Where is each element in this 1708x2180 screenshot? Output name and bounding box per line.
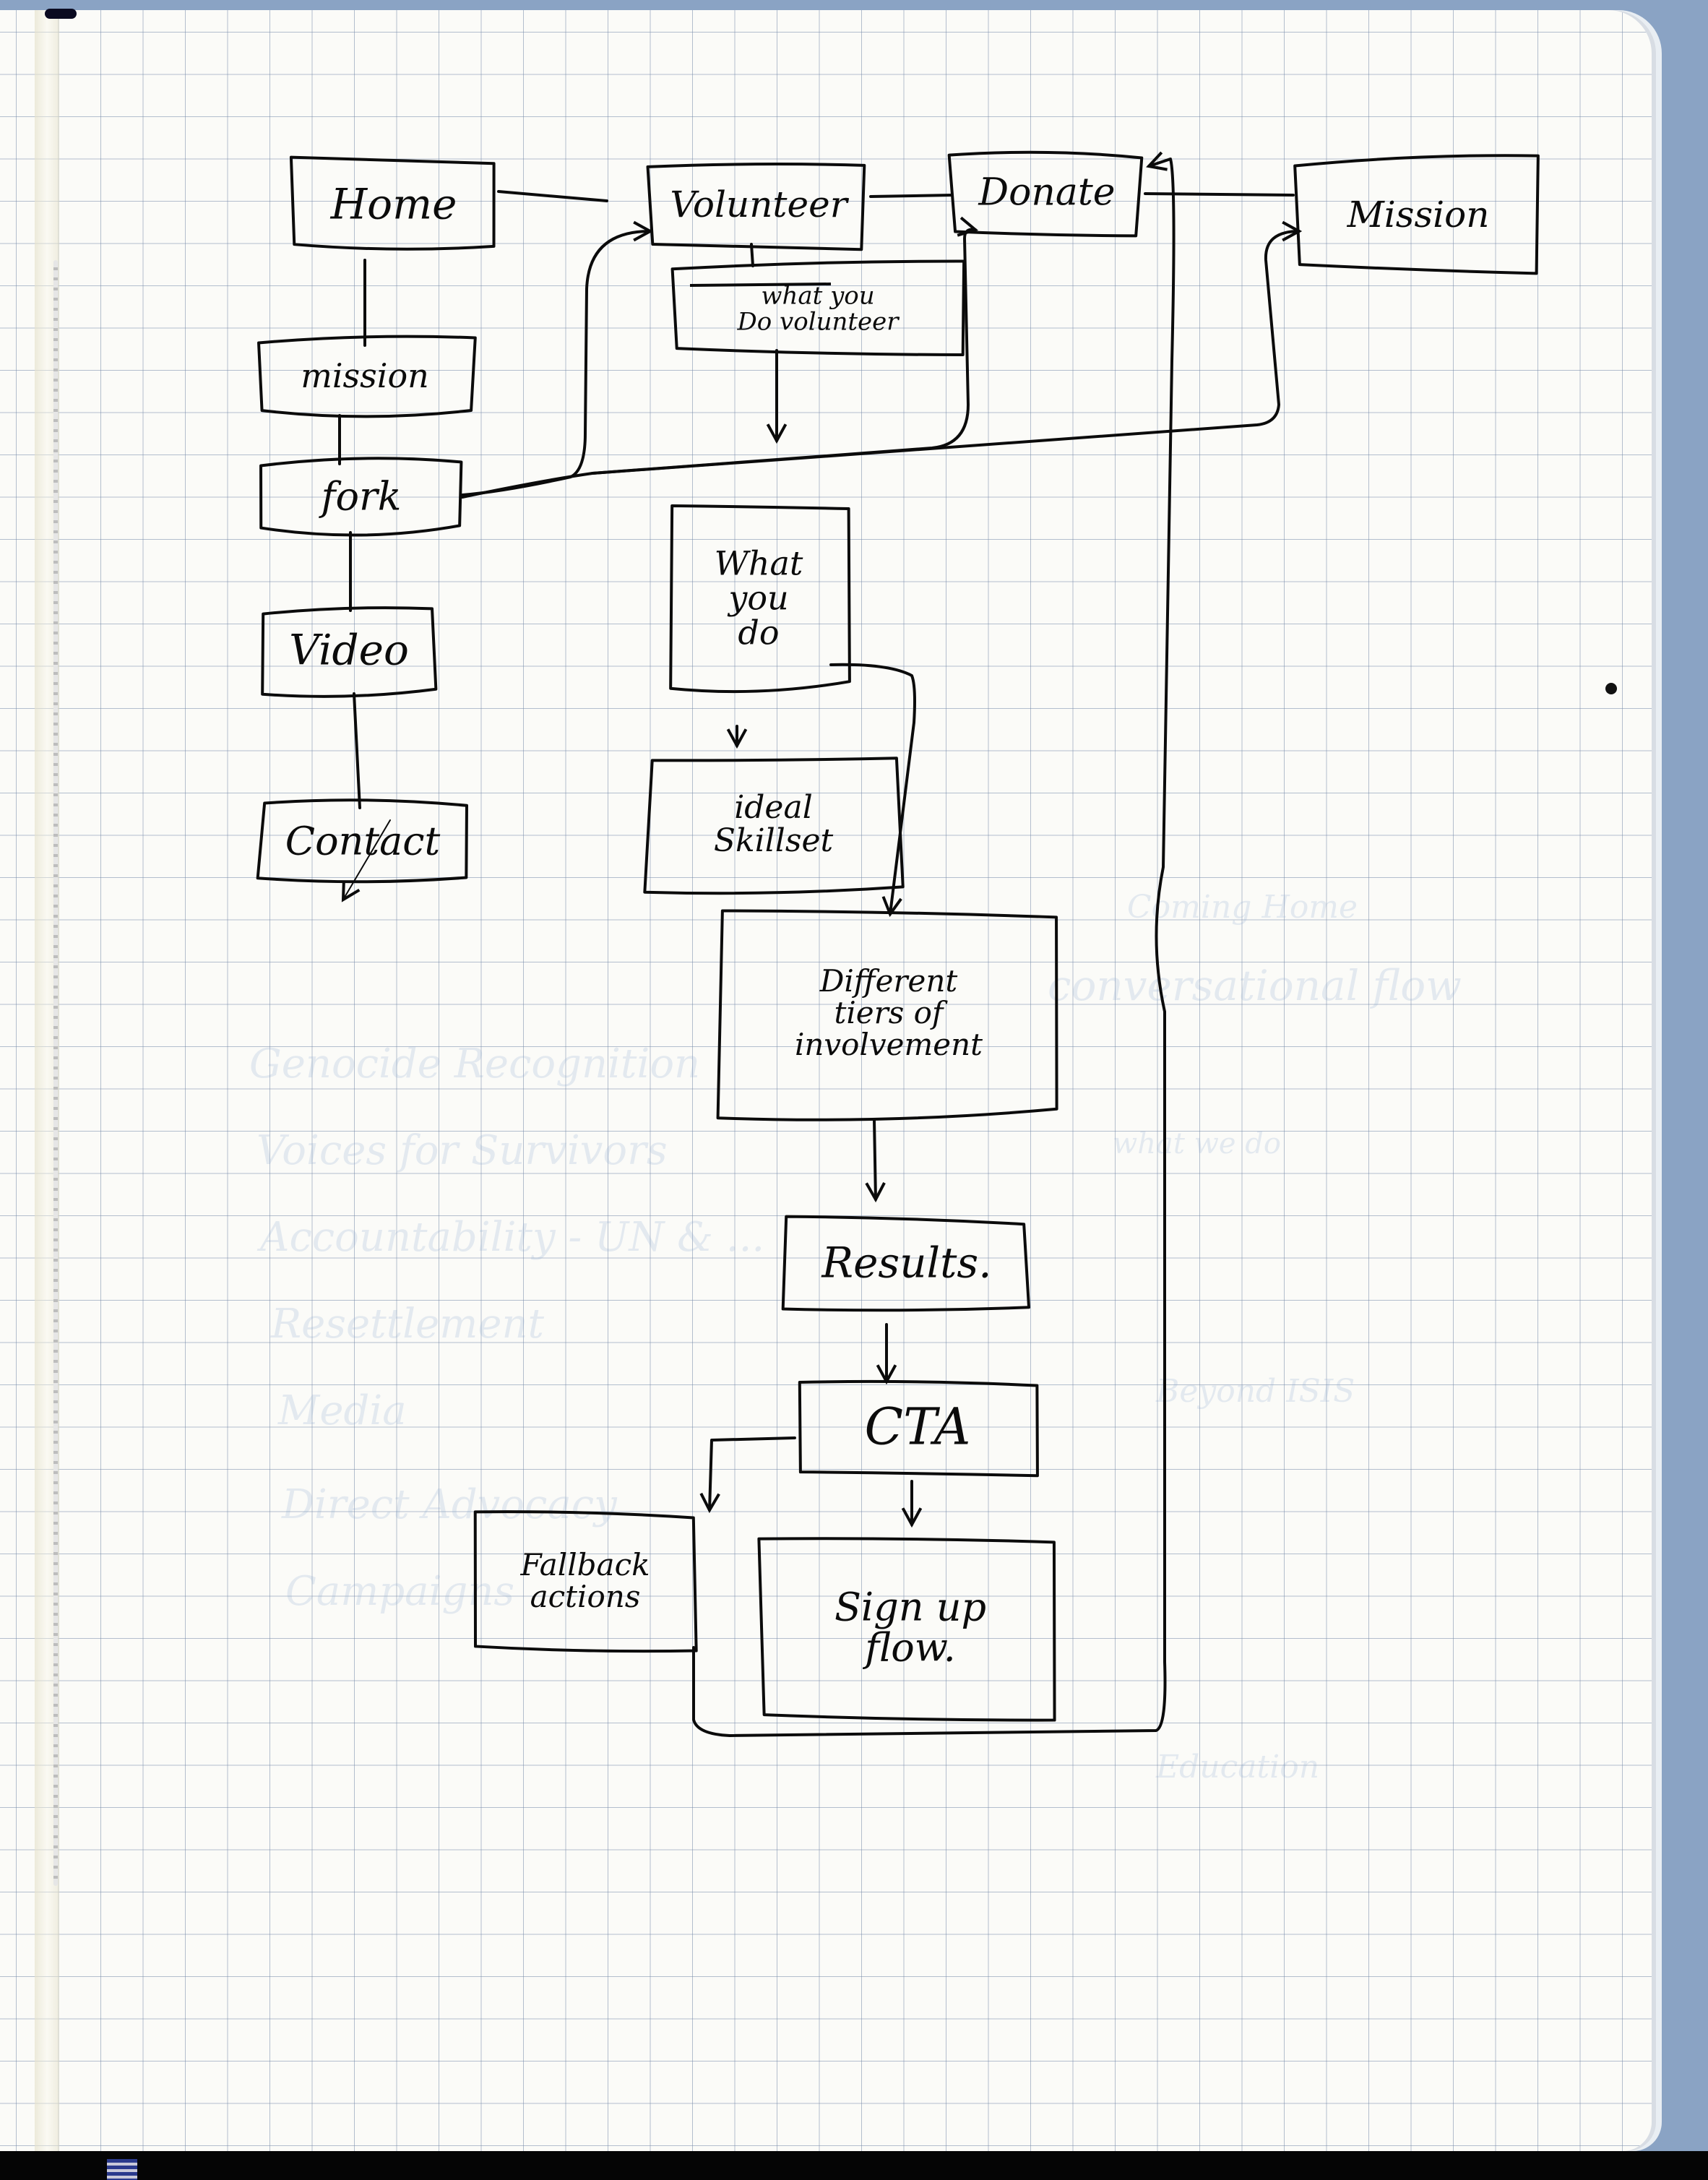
node-label-fork: fork (321, 473, 402, 520)
arrowhead-icon (633, 220, 654, 242)
node-label-mission-home: mission (301, 356, 429, 395)
node-box-tiers (716, 909, 1058, 1121)
node-box-donate (947, 150, 1144, 238)
bleed-through-line: Accountability - UN & ... (260, 1214, 765, 1261)
ink-mark-top (45, 9, 77, 19)
edge-what-you-do-to-tiers (829, 663, 916, 915)
node-box-fork (259, 457, 463, 537)
binding-stitch (53, 260, 58, 1886)
node-box-mission-top (1293, 154, 1540, 275)
node-label-signup: Sign up flow. (834, 1583, 987, 1671)
arrowhead-icon (865, 1182, 886, 1203)
node-label-fallback: Fallback actions (520, 1546, 650, 1614)
bleed-through-line: Beyond ISIS (1156, 1373, 1355, 1410)
edge-fork-to-volunteer (461, 230, 652, 496)
node-box-signup (757, 1537, 1056, 1722)
diagram-nodes (256, 150, 1540, 1722)
edge-video-to-contact (353, 692, 361, 809)
bleed-through-line: Media (278, 1387, 407, 1434)
bleed-through-line: Direct Advocacy (282, 1481, 617, 1528)
node-box-what-you-do (669, 504, 851, 694)
edge-fallback-to-donate (692, 158, 1176, 1737)
bleed-through-line: Education (1156, 1749, 1320, 1785)
bleed-through-line: Coming Home (1127, 889, 1358, 926)
edge-donate-to-mission-top (1144, 192, 1295, 197)
bleed-through-line: conversational flow (1048, 961, 1462, 1010)
node-box-mission-home (257, 335, 477, 418)
node-label-cta: CTA (864, 1397, 971, 1457)
arrowhead-icon (341, 880, 361, 902)
arrowhead-icon (726, 728, 748, 749)
node-label-home: Home (330, 179, 457, 229)
edge-contact-to-offpage (342, 819, 391, 900)
edge-fork-to-mission-top (591, 230, 1301, 475)
node-label-tiers: Different tiers of involvement (794, 962, 983, 1063)
node-label-what-you-do-volunteer: what you Do volunteer (737, 281, 899, 336)
bleed-through-line: Voices for Survivors (256, 1127, 668, 1174)
strikethrough-mark (689, 283, 832, 287)
node-box-results (781, 1215, 1031, 1312)
node-box-ideal-skillset (643, 757, 905, 895)
bleed-through-line: what we do (1113, 1127, 1281, 1160)
arrowhead-icon (1146, 151, 1168, 171)
edge-fork-to-donate (461, 228, 977, 499)
ribbon-bookmark (107, 2159, 137, 2180)
node-label-volunteer: Volunteer (670, 183, 847, 225)
arrowhead-icon (699, 1492, 720, 1514)
diagram-edges (338, 151, 1303, 1737)
arrowhead-icon (957, 216, 979, 237)
scanner-bottom-edge (0, 2151, 1708, 2180)
node-label-video: Video (289, 625, 409, 675)
arrowhead-icon (766, 423, 788, 444)
ink-dot (1605, 683, 1617, 694)
node-label-ideal-skillset: ideal Skillset (713, 788, 834, 859)
node-label-what-you-do: What you do (714, 543, 803, 652)
edge-tiers-to-results (873, 1119, 877, 1201)
bleed-through-line: Genocide Recognition (249, 1041, 701, 1087)
edge-cta-to-fallback (708, 1436, 796, 1512)
bleed-through-line: Resettlement (271, 1301, 545, 1348)
arrowhead-icon (901, 1507, 923, 1528)
edge-home-to-volunteer (497, 190, 608, 202)
node-label-contact: Contact (285, 818, 441, 864)
node-box-home (289, 155, 496, 251)
node-box-volunteer (646, 163, 866, 251)
node-box-cta (798, 1379, 1039, 1478)
node-label-mission-top: Mission (1347, 193, 1490, 236)
node-box-video (261, 606, 438, 698)
node-box-what-you-do-volunteer (670, 259, 966, 357)
node-box-contact (256, 798, 468, 884)
notebook-page (0, 10, 1662, 2151)
node-label-results: Results. (821, 1238, 992, 1288)
edge-volunteer-to-donate (869, 194, 954, 198)
node-box-fallback (473, 1510, 698, 1653)
node-label-donate: Donate (978, 171, 1116, 215)
